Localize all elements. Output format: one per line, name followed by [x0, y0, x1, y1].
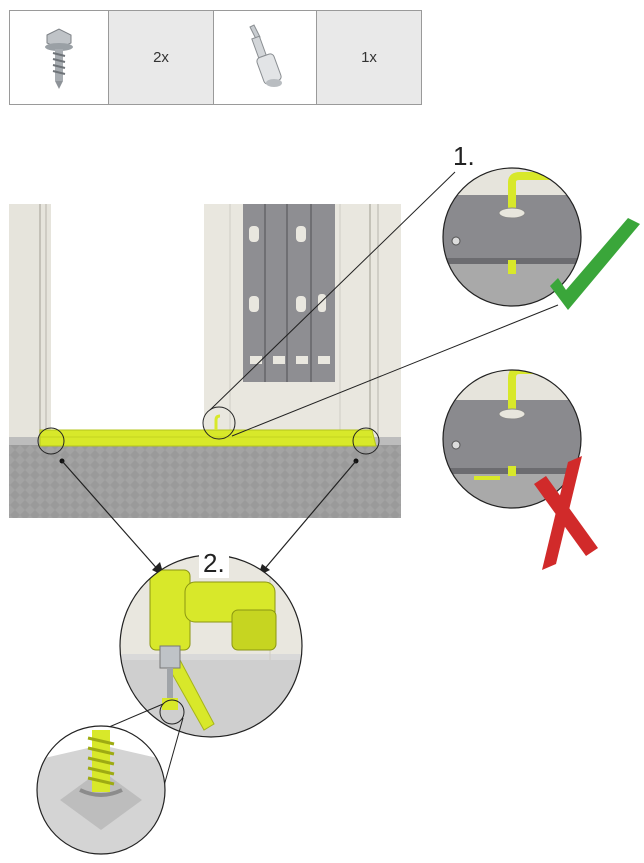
detail-incorrect [442, 369, 582, 509]
step-label-2: 2. [199, 548, 229, 578]
detail-marker-screw [159, 699, 185, 725]
detail-drill [119, 554, 303, 738]
screw-thread-icon [79, 730, 123, 797]
screw-icon [45, 27, 73, 89]
leader-line-top [209, 171, 456, 411]
support-panels [243, 204, 335, 382]
threshold-bar [39, 429, 377, 447]
parts-cell-qty-2: 1x [317, 11, 421, 104]
floor [9, 445, 401, 518]
leader-line-bottom [231, 304, 559, 437]
parts-cell-screw [10, 11, 109, 104]
screw-quantity: 2x [153, 49, 169, 66]
main-scene [9, 204, 401, 518]
detail-marker-hook [202, 406, 236, 440]
detail-correct [442, 167, 582, 307]
detail-marker-right [352, 427, 380, 455]
drill-icon [149, 569, 277, 710]
parts-table: 2x 1x [9, 10, 422, 105]
step-label-1: 1. [449, 141, 479, 171]
check-icon [550, 218, 640, 310]
left-wall [9, 204, 51, 445]
detail-marker-left [37, 427, 65, 455]
bit-icon [249, 23, 282, 87]
cross-icon [534, 456, 598, 570]
parts-cell-bit [214, 11, 317, 104]
detail-screw [36, 725, 166, 855]
bit-quantity: 1x [361, 49, 377, 66]
parts-cell-qty-1: 2x [109, 11, 214, 104]
